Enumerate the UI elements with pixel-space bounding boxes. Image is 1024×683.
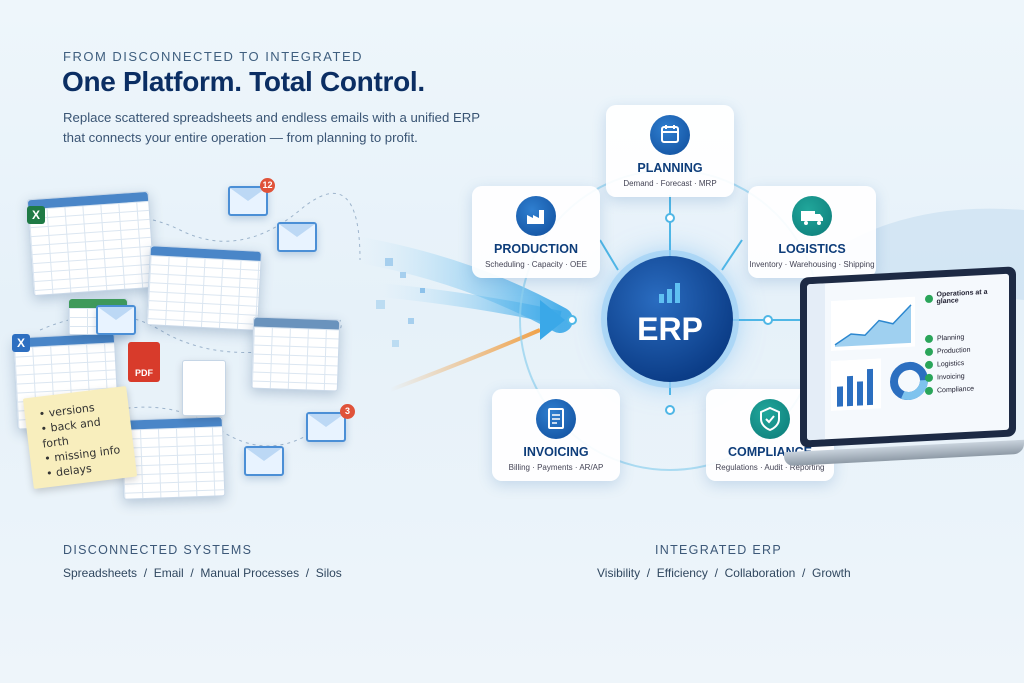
checklist-item: Compliance bbox=[925, 383, 1007, 396]
email-icon bbox=[244, 446, 284, 476]
operations-panel: Operations at a glance Planning Producti… bbox=[925, 288, 1007, 400]
left-footer-heading: DISCONNECTED SYSTEMS bbox=[63, 543, 253, 557]
erp-label: ERP bbox=[637, 311, 703, 347]
check-icon bbox=[925, 294, 933, 304]
module-logistics: LOGISTICS Inventory · Warehousing · Ship… bbox=[748, 186, 876, 278]
right-footer-heading: INTEGRATED ERP bbox=[655, 543, 783, 557]
check-icon bbox=[925, 347, 933, 357]
excel-icon: X bbox=[27, 206, 45, 224]
module-name: PLANNING bbox=[637, 161, 703, 175]
module-features: Regulations · Audit · Reporting bbox=[715, 463, 825, 472]
document-icon bbox=[536, 399, 576, 439]
module-name: PRODUCTION bbox=[493, 242, 579, 256]
factory-icon bbox=[516, 196, 556, 236]
left-footer-items: Spreadsheets / Email / Manual Processes … bbox=[63, 566, 342, 580]
notification-badge: 3 bbox=[340, 404, 355, 419]
module-planning: PLANNING Demand · Forecast · MRP bbox=[606, 105, 734, 197]
module-name: INVOICING bbox=[523, 445, 589, 459]
truck-icon bbox=[792, 196, 832, 236]
donut-chart-widget bbox=[890, 361, 928, 400]
area-chart-widget bbox=[831, 296, 915, 352]
check-icon bbox=[925, 373, 933, 383]
calendar-icon bbox=[650, 115, 690, 155]
checklist-item: Invoicing bbox=[925, 370, 1007, 383]
email-icon bbox=[96, 305, 136, 335]
shield-check-icon bbox=[750, 399, 790, 439]
right-footer-items: Visibility / Efficiency / Collaboration … bbox=[597, 566, 851, 580]
email-icon bbox=[306, 412, 346, 442]
dashboard: Operations at a glance Planning Producti… bbox=[807, 273, 1009, 441]
module-invoicing: INVOICING Billing · Payments · AR/AP bbox=[492, 389, 620, 481]
notification-badge: 12 bbox=[260, 178, 275, 193]
module-name: LOGISTICS bbox=[778, 242, 846, 256]
laptop-screen: Operations at a glance Planning Producti… bbox=[800, 266, 1016, 448]
pdf-icon: PDF bbox=[128, 342, 160, 382]
check-icon bbox=[925, 360, 933, 370]
check-icon bbox=[925, 386, 933, 396]
erp-hub: ERP bbox=[607, 256, 733, 382]
spreadsheet-window bbox=[26, 190, 156, 297]
page-title: One Platform. Total Control. bbox=[62, 66, 425, 97]
sticky-note: • versions • back and forth • missing in… bbox=[22, 386, 138, 489]
email-icon bbox=[228, 186, 268, 216]
document-icon bbox=[182, 360, 226, 416]
module-features: Inventory · Warehousing · Shipping bbox=[749, 260, 875, 269]
bar-chart-widget bbox=[831, 358, 881, 412]
module-features: Scheduling · Capacity · OEE bbox=[485, 260, 587, 269]
check-icon bbox=[925, 334, 933, 344]
module-features: Demand · Forecast · MRP bbox=[623, 179, 717, 188]
excel-icon: X bbox=[12, 334, 30, 352]
panel-title: Operations at a glance bbox=[925, 288, 1007, 306]
dashboard-sidebar bbox=[807, 283, 825, 441]
spreadsheet-window bbox=[120, 416, 226, 500]
checklist-item: Logistics bbox=[925, 357, 1007, 370]
email-icon bbox=[277, 222, 317, 252]
checklist-item: Production bbox=[925, 344, 1007, 357]
spreadsheet-window bbox=[145, 245, 263, 331]
spreadsheet-window bbox=[250, 316, 341, 392]
eyebrow-text: FROM DISCONNECTED TO INTEGRATED bbox=[63, 49, 364, 64]
bar-chart-icon bbox=[659, 283, 680, 303]
module-production: PRODUCTION Scheduling · Capacity · OEE bbox=[472, 186, 600, 278]
page-subtitle: Replace scattered spreadsheets and endle… bbox=[63, 110, 480, 145]
module-features: Billing · Payments · AR/AP bbox=[508, 463, 604, 472]
